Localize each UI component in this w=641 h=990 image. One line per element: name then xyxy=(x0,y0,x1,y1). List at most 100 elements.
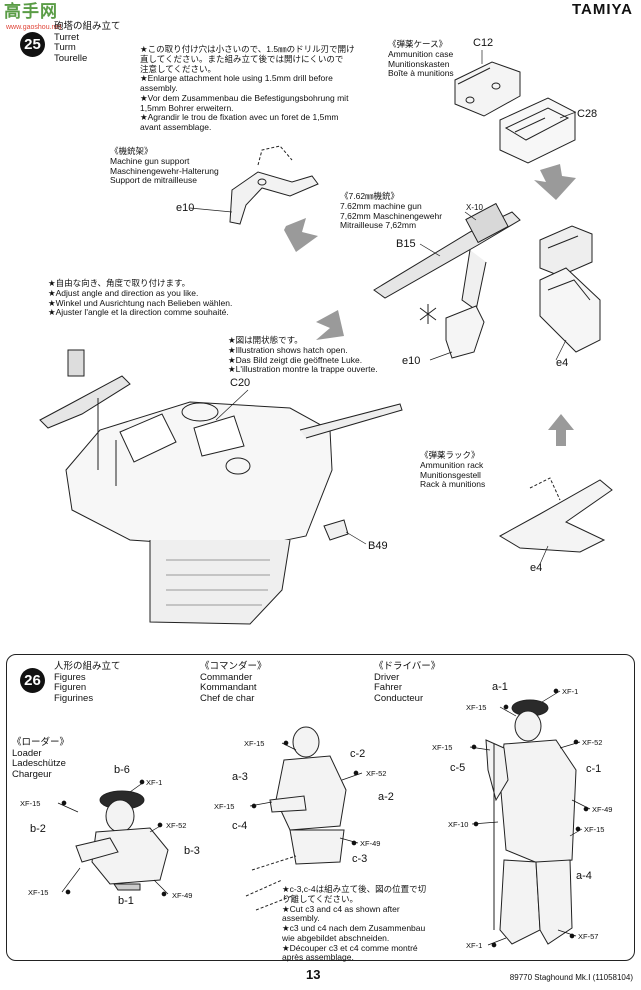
driver-paint-xf49: XF-49 xyxy=(592,805,613,814)
ammo-rack-en: Ammunition rack xyxy=(420,459,484,470)
drill-note-line: 直してください。また組み立て後では開けにくいので xyxy=(140,53,344,64)
mg-support-de: Maschinengewehr-Halterung xyxy=(110,165,219,176)
ammo-case-jp: 《弾薬ケース》 xyxy=(388,39,448,49)
driver-part-a1: a-1 xyxy=(492,681,508,693)
commander-jp: 《コマンダー》 xyxy=(200,661,267,672)
machine-gun-label: 《7.62㎜機銃》 7.62mm machine gun 7,62mm Masc… xyxy=(340,191,442,231)
drill-note-line: ★Vor dem Zusammenbau die Befestigungsboh… xyxy=(140,92,349,103)
arrow-left-icon xyxy=(316,310,344,340)
step-25-title-jp: 砲塔の組み立て xyxy=(54,21,121,32)
part-e10-support: e10 xyxy=(176,202,195,214)
step-25-title-de: Turm xyxy=(54,42,76,54)
drill-note-line: ★Enlarge attachment hole using 1.5mm dri… xyxy=(140,73,333,84)
hatch-note-line: ★Das Bild zeigt die geöffnete Luke. xyxy=(228,354,363,365)
commander-paint-xf15a: XF-15 xyxy=(244,739,265,748)
commander-part-c2: c-2 xyxy=(350,748,366,760)
hatch-note-line: ★図は開状態です。 xyxy=(228,335,303,345)
driver-fr: Conducteur xyxy=(374,692,424,704)
driver-figure xyxy=(485,699,577,945)
commander-de: Kommandant xyxy=(200,682,257,694)
ammo-case-fr: Boîte à munitions xyxy=(388,68,454,79)
loader-paint-xf1: XF-1 xyxy=(146,778,163,787)
driver-part-c1: c-1 xyxy=(586,763,602,775)
commander-label: 《コマンダー》 Commander Kommandant Chef de cha… xyxy=(200,661,267,705)
driver-paint-xf15b: XF-15 xyxy=(432,743,453,752)
loader-part-b3: b-3 xyxy=(184,845,200,857)
commander-en: Commander xyxy=(200,671,253,683)
commander-part-c4: c-4 xyxy=(232,820,248,832)
loader-part-b6: b-6 xyxy=(114,764,130,776)
cut-note-line: ★c-3,c-4は組み立て後、図の位置で切 xyxy=(282,884,427,894)
angle-note-line: ★Winkel und Ausrichtung nach Belieben wä… xyxy=(48,297,233,308)
drill-note: ★この取り付け穴は小さいので、1.5㎜のドリル刃で開け 直してください。また組み… xyxy=(140,44,355,133)
angle-note-line: ★自由な向き、角度で取り付けます。 xyxy=(48,278,191,288)
drill-note-line: 注意してください。 xyxy=(140,63,216,74)
commander-paint-xf15b: XF-15 xyxy=(214,802,235,811)
watermark-url: www.gaoshou.net xyxy=(6,24,62,31)
ammo-case-en: Ammunition case xyxy=(388,48,454,59)
loader-label: 《ローダー》 Loader Ladeschütze Chargeur xyxy=(12,737,70,781)
driver-paint-xf1a: XF-1 xyxy=(562,687,579,696)
driver-paint-xf1b: XF-1 xyxy=(466,941,483,950)
cement-icon xyxy=(419,304,437,324)
part-x10: X-10 xyxy=(466,203,483,212)
arrow-down-right-icon xyxy=(284,218,318,252)
loader-paint-xf52: XF-52 xyxy=(166,821,187,830)
driver-paint-xf57: XF-57 xyxy=(578,932,599,941)
machine-gun-jp: 《7.62㎜機銃》 xyxy=(340,191,400,201)
angle-note-line: ★Adjust angle and direction as you like. xyxy=(48,287,199,298)
mg-support-label: 《機銃架》 Machine gun support Maschinengeweh… xyxy=(110,146,219,186)
commander-part-a2: a-2 xyxy=(378,791,394,803)
loader-en: Loader xyxy=(12,747,42,759)
part-c28: C28 xyxy=(577,108,598,120)
commander-part-c3: c-3 xyxy=(352,853,368,865)
step-26-title-de: Figuren xyxy=(54,682,87,694)
driver-paint-xf15a: XF-15 xyxy=(466,703,487,712)
machine-gun-en: 7.62mm machine gun xyxy=(340,200,422,211)
loader-figure xyxy=(75,790,169,891)
hatch-note-line: ★Illustration shows hatch open. xyxy=(228,344,348,355)
angle-note-line: ★Ajuster l'angle et la direction comme s… xyxy=(48,307,229,318)
hatch-note-line: ★L'illustration montre la trappe ouverte… xyxy=(228,364,378,375)
part-b49: B49 xyxy=(368,540,388,552)
cut-note-line: り離してください。 xyxy=(282,893,358,904)
loader-paint-xf15b: XF-15 xyxy=(28,888,49,897)
ammo-case-label: 《弾薬ケース》 Ammunition case Munitionskasten … xyxy=(388,39,454,79)
cut-note-line: ★Cut c3 and c4 as shown after xyxy=(282,903,400,914)
loader-part-b2: b-2 xyxy=(30,823,46,835)
drill-note-line: avant assemblage. xyxy=(140,122,212,133)
drill-note-line: ★この取り付け穴は小さいので、1.5㎜のドリル刃で開け xyxy=(140,44,355,54)
angle-note: ★自由な向き、角度で取り付けます。 ★Adjust angle and dire… xyxy=(48,278,233,318)
part-e4-case: e4 xyxy=(556,357,569,369)
ammo-rack-jp: 《弾薬ラック》 xyxy=(420,450,480,460)
mg-support-fr: Support de mitrailleuse xyxy=(110,175,197,186)
loader-paint-xf15a: XF-15 xyxy=(20,799,41,808)
page-number: 13 xyxy=(306,967,321,982)
step-25-number: 25 xyxy=(20,32,45,57)
step-26-number: 26 xyxy=(20,668,45,693)
driver-label: 《ドライバー》 Driver Fahrer Conducteur xyxy=(374,661,441,705)
driver-part-c5: c-5 xyxy=(450,762,466,774)
loader-jp: 《ローダー》 xyxy=(12,737,70,748)
driver-jp: 《ドライバー》 xyxy=(374,661,441,672)
driver-part-a4: a-4 xyxy=(576,870,592,882)
commander-figure xyxy=(245,726,347,911)
drill-note-line: 1,5mm Bohrer erweitern. xyxy=(140,102,234,113)
ammo-case-de: Munitionskasten xyxy=(388,58,450,69)
part-c12: C12 xyxy=(473,37,494,49)
driver-de: Fahrer xyxy=(374,682,402,694)
mg-support-jp: 《機銃架》 xyxy=(110,146,153,156)
driver-en: Driver xyxy=(374,671,400,683)
ammo-rack-part xyxy=(498,479,613,553)
step-26-title-en: Figures xyxy=(54,671,86,683)
drill-note-line: assembly. xyxy=(140,83,178,94)
product-code: 89770 Staghound Mk.Ⅰ (11058104) xyxy=(509,973,633,982)
step-26-title: 人形の組み立て Figures Figuren Figurines xyxy=(54,661,121,705)
arrow-up-icon xyxy=(548,414,574,446)
cut-note-line: après assemblage. xyxy=(282,952,354,963)
driver-paint-xf10: XF-10 xyxy=(448,820,469,829)
cut-note-line: ★c3 und c4 nach dem Zusammenbau xyxy=(282,923,426,934)
loader-part-b1: b-1 xyxy=(118,895,134,907)
cut-note: ★c-3,c-4は組み立て後、図の位置で切 り離してください。 ★Cut c3 … xyxy=(282,884,427,963)
